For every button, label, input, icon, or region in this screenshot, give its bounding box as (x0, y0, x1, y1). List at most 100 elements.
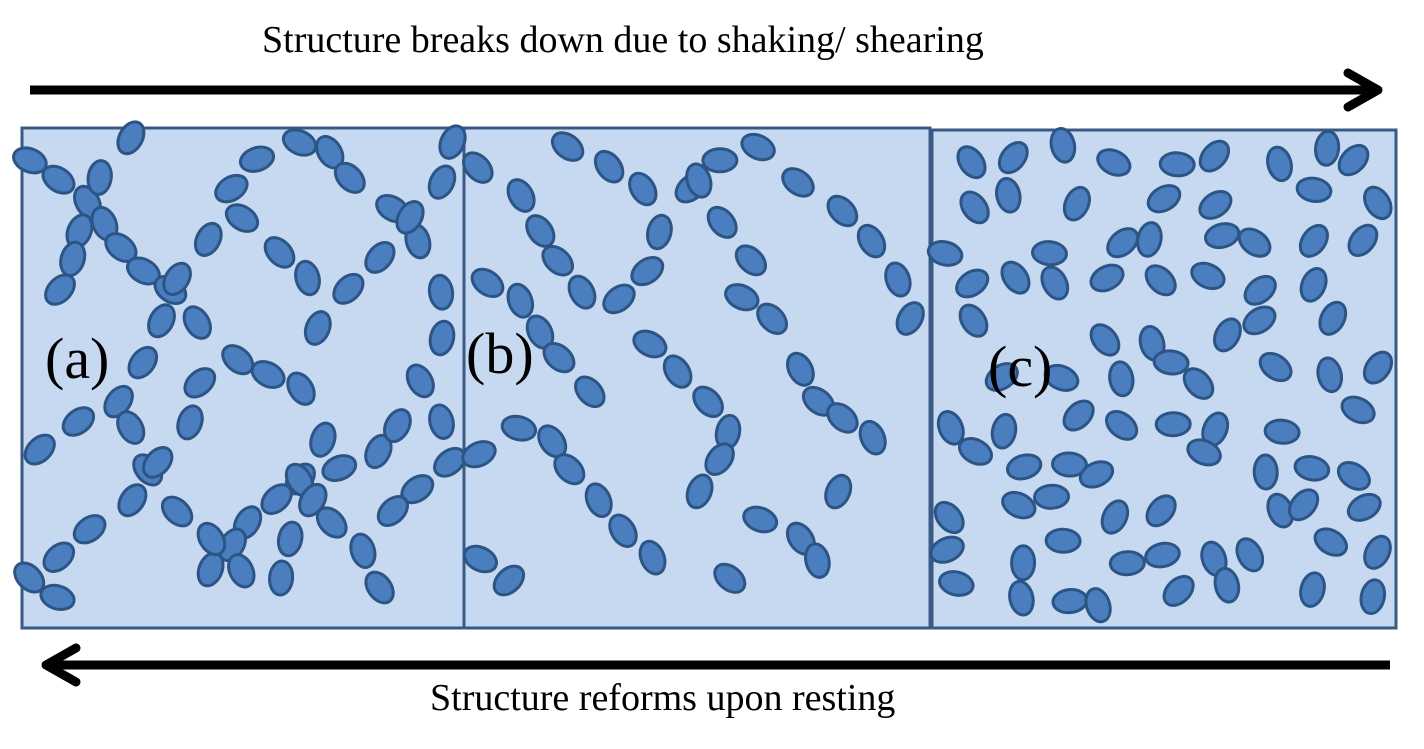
particle-a (309, 421, 337, 458)
particle-c (1100, 499, 1130, 535)
particle-a (61, 406, 96, 437)
particle-a (250, 360, 286, 389)
particle-a (196, 521, 227, 557)
particle-c (1084, 587, 1112, 624)
particle-c (1359, 578, 1387, 615)
particle-b (713, 562, 747, 594)
particle-a (39, 583, 76, 611)
particle-b (781, 167, 815, 198)
particle-a (86, 159, 113, 196)
bottom-arrow-label: Structure reforms upon resting (430, 677, 896, 719)
particle-c (1242, 305, 1277, 336)
particles-layer (12, 120, 1394, 624)
particle-b (645, 213, 673, 251)
particle-c (990, 412, 1018, 450)
particle-c (1313, 527, 1349, 557)
particle-b (804, 542, 831, 579)
particle-c (1252, 453, 1279, 491)
particle-c (957, 437, 994, 466)
particle-c (1298, 223, 1329, 258)
particle-b (630, 256, 665, 287)
particle-c (1212, 317, 1242, 353)
particle-b (470, 267, 505, 299)
particle-a (193, 221, 223, 257)
top-arrow (30, 68, 1383, 112)
particle-c (1299, 571, 1326, 608)
particle-a (214, 173, 249, 204)
particle-a (263, 236, 296, 269)
particle-a (428, 403, 455, 440)
particle-b (506, 282, 535, 319)
top-arrow-head (1343, 68, 1383, 112)
particle-c (936, 410, 965, 446)
particle-c (984, 362, 1019, 392)
particle-b (858, 419, 887, 456)
particle-c (1106, 227, 1140, 259)
particle-c (1318, 300, 1348, 336)
particle-c (958, 303, 989, 338)
particle-a (376, 495, 409, 527)
particle-a (160, 495, 194, 528)
particle-c (1040, 265, 1070, 301)
particle-b (584, 482, 613, 518)
particle-c (1089, 263, 1125, 293)
particle-c (1105, 409, 1139, 441)
particle-c (1154, 411, 1192, 438)
bottom-arrow-head (41, 643, 81, 687)
particle-a (142, 446, 174, 479)
particle-c (1062, 185, 1091, 222)
particle-c (1213, 566, 1241, 604)
particle-c (955, 268, 990, 299)
particle-b (541, 244, 574, 277)
particle-b (856, 223, 887, 259)
particle-c (933, 500, 965, 535)
particle-c (1031, 240, 1068, 267)
particle-b (574, 375, 606, 409)
particle-a (395, 200, 425, 235)
particle-c (1033, 483, 1070, 510)
particle-c (1237, 227, 1272, 258)
bottom-arrow (41, 643, 1390, 687)
particle-c (1293, 455, 1331, 482)
particle-c (1363, 185, 1393, 221)
particle-c (1043, 363, 1080, 392)
particle-a (116, 410, 146, 445)
particle-c (1008, 579, 1035, 617)
particle-b (525, 214, 556, 248)
particle-c (1204, 222, 1241, 250)
particle-a (103, 384, 134, 419)
particle-a (42, 541, 76, 573)
particle-a (183, 367, 217, 399)
particle-a (44, 273, 76, 306)
particle-a (427, 164, 457, 200)
particle-c (1108, 550, 1146, 577)
particle-a (364, 240, 396, 274)
particle-a (23, 433, 56, 466)
particle-c (1198, 139, 1231, 173)
particle-c (926, 240, 964, 267)
particle-c (1316, 356, 1344, 394)
particle-c (1162, 574, 1195, 607)
particle-a (303, 310, 332, 346)
particle-c (1145, 494, 1177, 528)
particle-c (1362, 350, 1394, 385)
particle-a (176, 404, 204, 441)
particle-a (276, 520, 304, 558)
particle-c (1144, 264, 1177, 297)
panel-label-a: (a) (45, 326, 110, 391)
particle-c (1243, 274, 1277, 306)
particle-b (740, 132, 776, 162)
particle-c (1152, 349, 1190, 376)
particle-b (542, 342, 576, 374)
particle-b (553, 453, 586, 486)
particle-a (281, 128, 318, 157)
particle-b (461, 440, 497, 469)
particle-a (117, 483, 148, 518)
particle-c (1005, 453, 1043, 481)
particle-b (692, 385, 724, 418)
particle-c (1136, 221, 1163, 258)
particle-a (438, 124, 467, 160)
particle-b (826, 194, 859, 228)
particle-a (383, 408, 412, 444)
